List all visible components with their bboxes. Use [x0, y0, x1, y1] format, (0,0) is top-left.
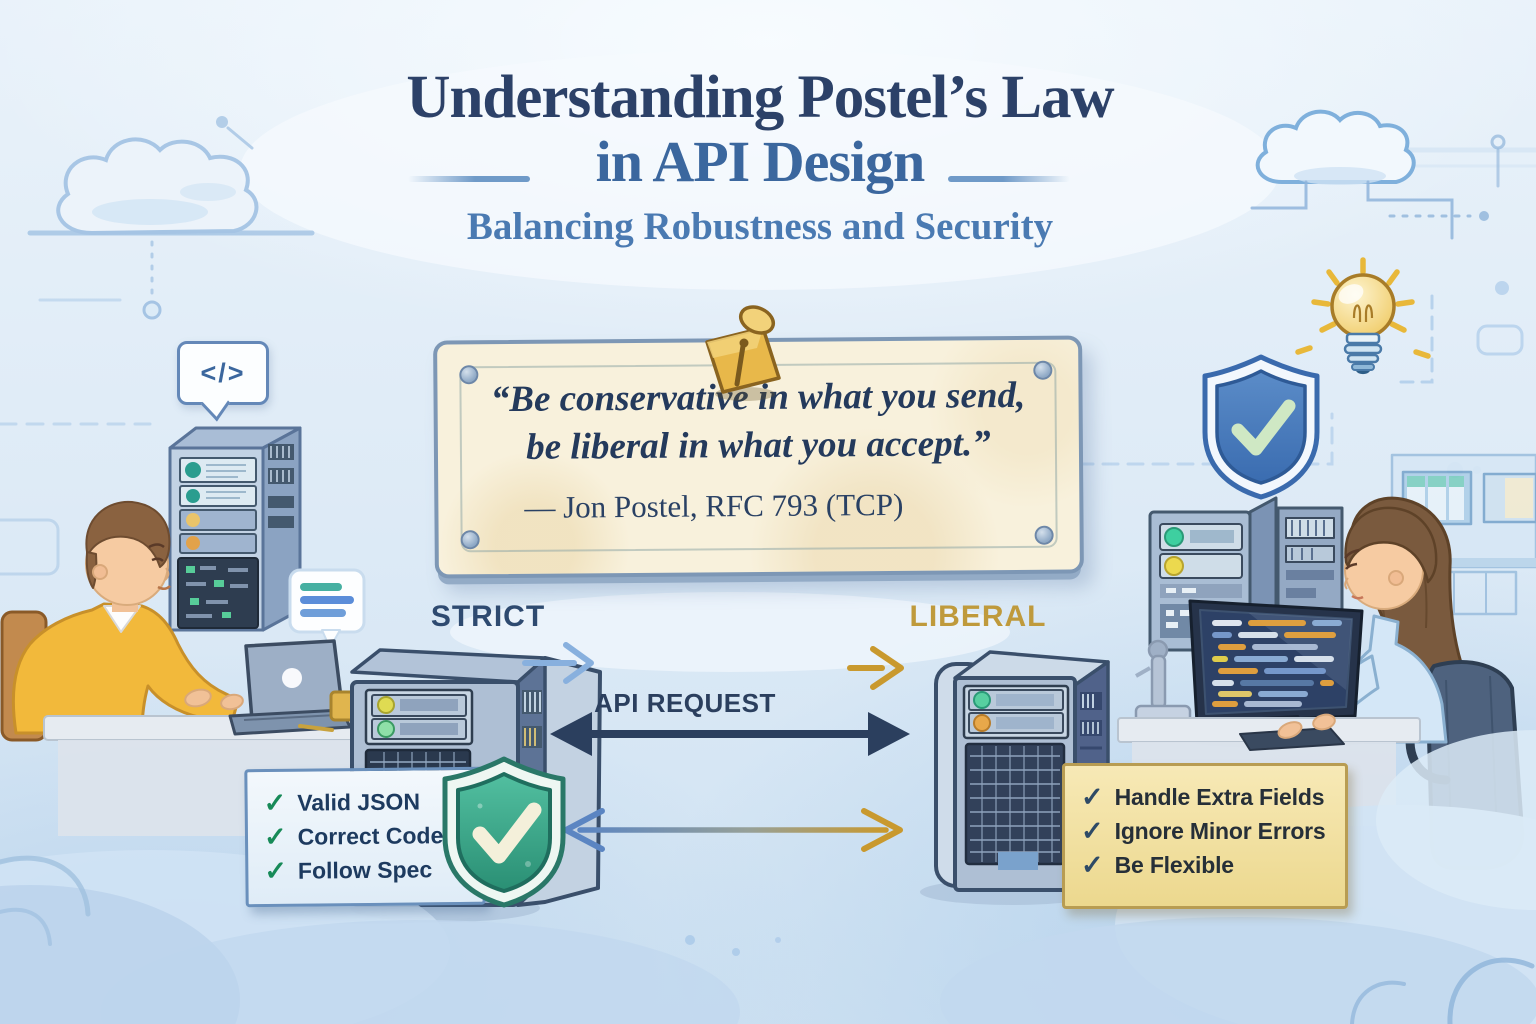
liberal-server-vents — [1080, 692, 1102, 750]
liberal-checklist: ✓ Handle Extra Fields ✓ Ignore Minor Err… — [1062, 763, 1348, 909]
list-item: ✓ Be Flexible — [1081, 848, 1333, 882]
page-title: Understanding Postel’s Law in API Design… — [0, 64, 1520, 249]
liberal-flow-arrow — [847, 646, 904, 690]
list-item: ✓ Ignore Minor Errors — [1081, 814, 1333, 848]
developer-man — [11, 500, 240, 735]
checklist-item-label: Valid JSON — [297, 787, 421, 816]
checklist-item-label: Ignore Minor Errors — [1114, 817, 1326, 844]
title-dash-right — [948, 176, 1070, 182]
title-line2: in API Design — [595, 129, 926, 195]
api-request-arrow — [550, 712, 910, 756]
code-bubble: </> — [177, 341, 269, 405]
code-icon: </> — [200, 357, 246, 388]
liberal-label: LIBERAL — [909, 600, 1047, 633]
check-icon: ✓ — [1081, 781, 1104, 812]
check-icon: ✓ — [264, 855, 288, 886]
check-icon: ✓ — [263, 787, 287, 818]
checklist-item-label: Handle Extra Fields — [1114, 783, 1325, 810]
shield-check-blue-icon — [1202, 354, 1320, 500]
chat-bubble — [288, 568, 366, 649]
checklist-item-label: Follow Spec — [297, 855, 433, 884]
pushpin-icon — [705, 305, 781, 401]
lightbulb-icon — [1295, 257, 1431, 375]
server-rack-background-left — [168, 426, 302, 632]
shield-check-green-icon — [442, 756, 566, 908]
server-vents — [268, 444, 294, 528]
title-line1: Understanding Postel’s Law — [406, 64, 1114, 131]
subtitle: Balancing Robustness and Security — [466, 204, 1054, 248]
checklist-item-label: Correct Codes — [297, 821, 457, 850]
checklist-item-label: Be Flexible — [1114, 851, 1234, 878]
code-lines — [1212, 610, 1352, 707]
strict-flow-arrow — [522, 642, 594, 684]
background-decor — [0, 50, 1536, 688]
check-icon: ✓ — [263, 821, 287, 852]
list-item: ✓ Handle Extra Fields — [1081, 780, 1333, 814]
strict-label: STRICT — [430, 600, 546, 633]
exchange-gradient-arrow — [563, 808, 903, 852]
list-item: ✓ Valid JSON — [263, 784, 469, 820]
title-dash-left — [408, 176, 530, 182]
api-request-label: API REQUEST — [594, 688, 776, 718]
strict-server-vents — [522, 690, 542, 748]
check-icon: ✓ — [1081, 849, 1104, 880]
check-icon: ✓ — [1081, 815, 1104, 846]
